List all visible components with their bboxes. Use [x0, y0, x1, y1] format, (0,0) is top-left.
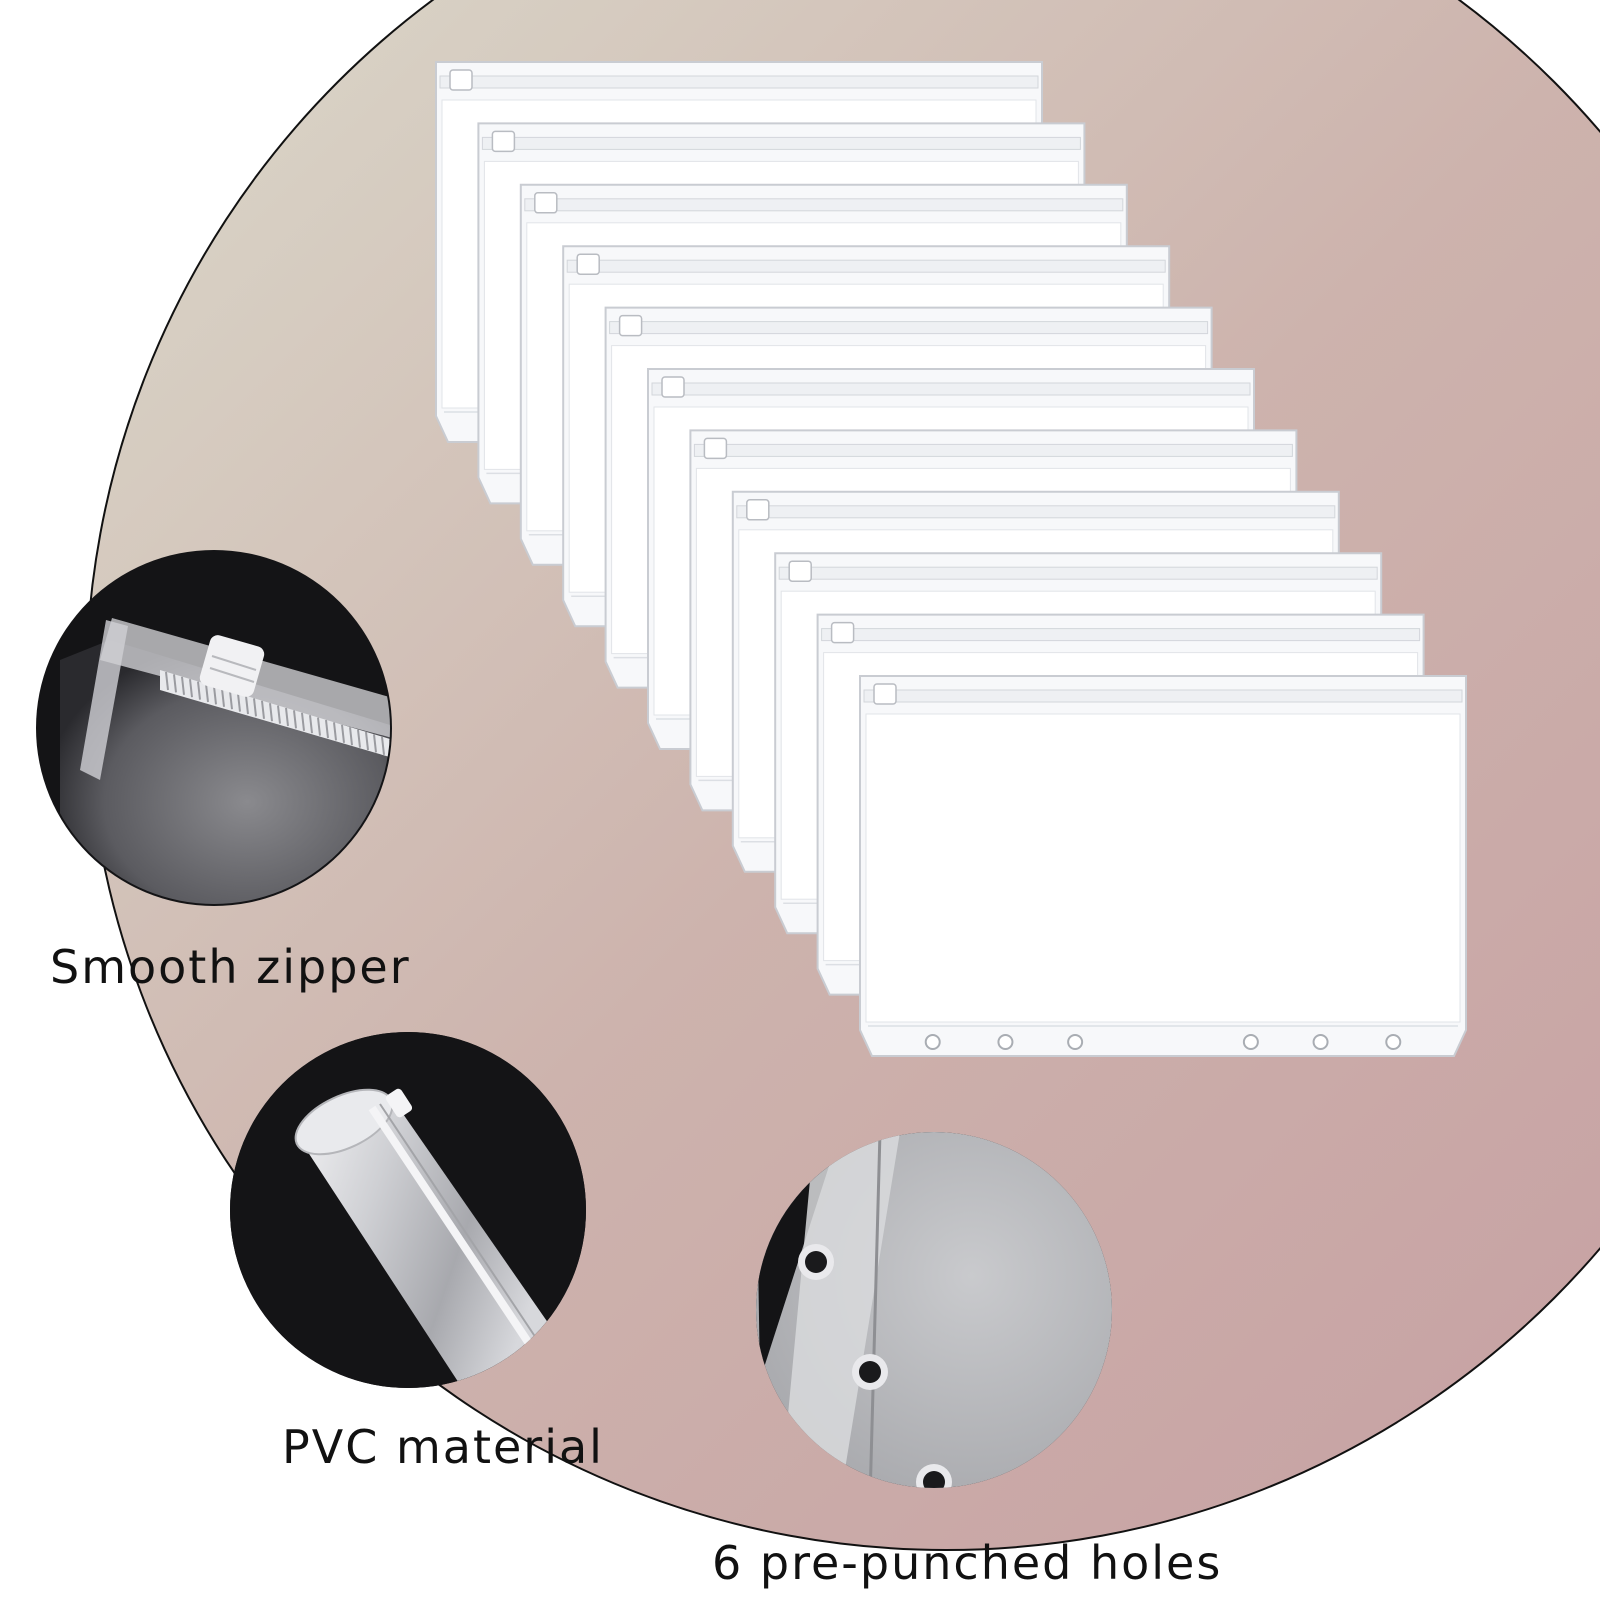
- holes-closeup: [756, 1132, 1112, 1488]
- binder-hole: [1385, 1034, 1402, 1050]
- feature-caption-pvc: PVC material: [282, 1420, 604, 1474]
- pouch-stack: [435, 61, 1467, 1057]
- zipper-slider: [199, 635, 265, 697]
- binder-hole: [1067, 1034, 1084, 1050]
- feature-caption-holes: 6 pre-punched holes: [712, 1536, 1223, 1590]
- binder-hole: [997, 1034, 1014, 1050]
- punched-hole: [916, 1464, 952, 1488]
- feature-caption-zipper: Smooth zipper: [50, 940, 411, 994]
- binder-hole: [1312, 1034, 1329, 1050]
- binder-hole: [924, 1034, 941, 1050]
- punched-hole: [798, 1244, 834, 1280]
- binder-hole: [1242, 1034, 1259, 1050]
- zipper-pouch: [859, 675, 1467, 1057]
- pvc-closeup: [230, 1032, 586, 1388]
- punched-hole: [852, 1354, 888, 1390]
- zipper-closeup: [36, 550, 392, 906]
